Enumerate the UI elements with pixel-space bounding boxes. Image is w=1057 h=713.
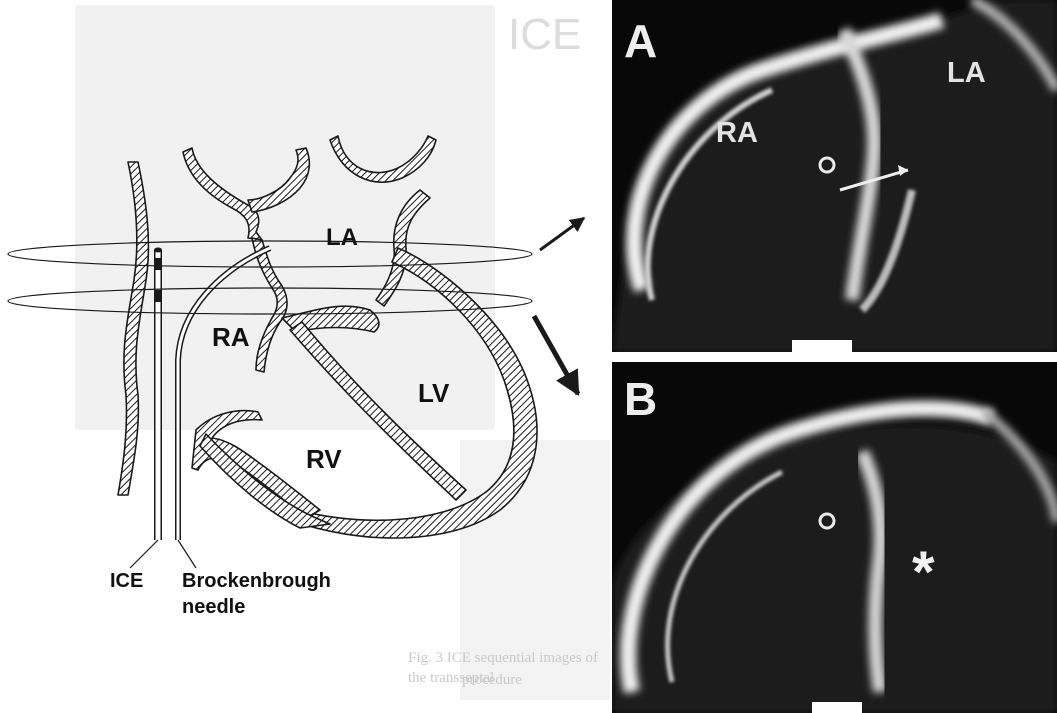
arrow-to-panel-b xyxy=(534,316,578,394)
label-leaders xyxy=(130,540,196,568)
atrial-roof-wall xyxy=(183,148,262,240)
label-lv: LV xyxy=(418,378,449,409)
panel-a-ra: RA xyxy=(716,118,758,148)
interatrial-septum xyxy=(252,238,287,372)
echo-image-b xyxy=(612,362,1057,713)
label-la: LA xyxy=(326,224,358,252)
panel-letter-a: A xyxy=(624,18,657,64)
label-rv: RV xyxy=(306,444,342,475)
echo-panel-b: B * xyxy=(612,362,1057,713)
la-right-wall xyxy=(376,190,430,306)
heart-diagram xyxy=(0,0,615,713)
ice-tip xyxy=(154,248,162,253)
panel-b-marker: * xyxy=(912,544,935,602)
atrial-roof-wall xyxy=(248,148,309,212)
rv-free-wall xyxy=(192,411,320,518)
echo-panel-a: A RA LA xyxy=(612,0,1057,352)
label-needle: needle xyxy=(182,596,245,619)
panel-letter-b: B xyxy=(624,376,657,422)
lv-outer-wall xyxy=(280,248,537,538)
panel-a-la: LA xyxy=(947,58,986,88)
label-ice: ICE xyxy=(110,570,143,593)
echo-image-a xyxy=(612,0,1057,352)
label-ra: RA xyxy=(212,322,250,353)
label-brockenbrough: Brockenbrough xyxy=(182,570,331,593)
vena-cava-wall xyxy=(118,162,148,495)
panel-arrows xyxy=(534,218,584,394)
arrow-to-panel-a xyxy=(540,218,584,250)
aorta-wall xyxy=(330,136,436,182)
